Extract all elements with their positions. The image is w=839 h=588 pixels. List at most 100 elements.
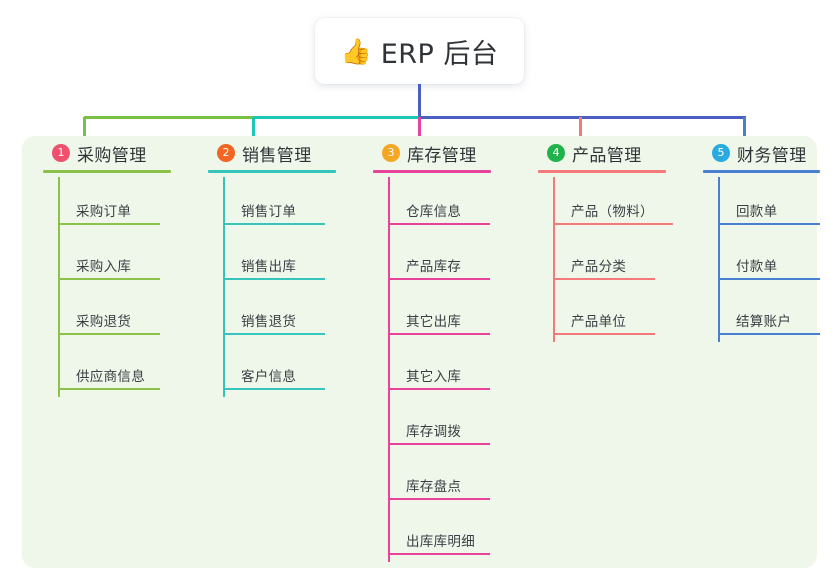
leaf-item[interactable]: 结算账户 <box>718 287 839 342</box>
leaf-spine <box>223 287 225 342</box>
leaf-item[interactable]: 供应商信息 <box>58 342 203 397</box>
leaf-item[interactable]: 产品分类 <box>553 232 698 287</box>
leaf-label: 付款单 <box>736 259 778 275</box>
leaf-item[interactable]: 其它出库 <box>388 287 533 342</box>
leaf-label: 采购退货 <box>76 314 132 330</box>
leaf-underline <box>58 278 160 280</box>
leaf-spine <box>388 177 390 232</box>
column-header[interactable]: 4 产品管理 <box>533 136 698 170</box>
leaf-item[interactable]: 产品单位 <box>553 287 698 342</box>
leaf-spine <box>388 397 390 452</box>
leaf-underline <box>553 223 673 225</box>
leaf-label: 产品分类 <box>571 259 627 275</box>
leaf-underline <box>223 278 325 280</box>
column-title: 财务管理 <box>737 145 807 166</box>
leaf-label: 产品库存 <box>406 259 462 275</box>
leaf-underline <box>223 388 325 390</box>
leaf-spine <box>718 177 720 232</box>
column-items: 采购订单采购入库采购退货供应商信息 <box>58 173 203 397</box>
leaf-underline <box>58 388 160 390</box>
column-rule <box>208 170 336 173</box>
column-rule <box>43 170 171 173</box>
column-badge: 4 <box>547 144 565 162</box>
leaf-spine <box>553 177 555 232</box>
leaf-spine <box>388 342 390 397</box>
content-panel <box>22 136 817 568</box>
column-badge: 5 <box>712 144 730 162</box>
leaf-label: 产品单位 <box>571 314 627 330</box>
leaf-underline <box>553 333 655 335</box>
leaf-item[interactable]: 产品库存 <box>388 232 533 287</box>
leaf-item[interactable]: 采购退货 <box>58 287 203 342</box>
leaf-label: 结算账户 <box>736 314 792 330</box>
leaf-item[interactable]: 库存盘点 <box>388 452 533 507</box>
leaf-spine <box>718 287 720 342</box>
leaf-spine <box>58 177 60 232</box>
column-badge: 1 <box>52 144 70 162</box>
leaf-item[interactable]: 销售退货 <box>223 287 368 342</box>
leaf-item[interactable]: 产品（物料） <box>553 177 698 232</box>
leaf-item[interactable]: 采购订单 <box>58 177 203 232</box>
leaf-underline <box>388 223 490 225</box>
leaf-spine <box>553 232 555 287</box>
root-node-card[interactable]: 👍 ERP 后台 <box>315 18 524 84</box>
column-items: 仓库信息产品库存其它出库其它入库库存调拨库存盘点出库库明细 <box>388 173 533 562</box>
leaf-item[interactable]: 客户信息 <box>223 342 368 397</box>
leaf-spine <box>718 232 720 287</box>
leaf-label: 销售出库 <box>241 259 297 275</box>
leaf-spine <box>58 287 60 342</box>
leaf-underline <box>388 498 490 500</box>
leaf-item[interactable]: 出库库明细 <box>388 507 533 562</box>
column-items: 回款单付款单结算账户 <box>718 173 839 342</box>
leaf-label: 供应商信息 <box>76 369 145 385</box>
leaf-item[interactable]: 销售出库 <box>223 232 368 287</box>
leaf-spine <box>388 287 390 342</box>
column-rule <box>538 170 666 173</box>
leaf-underline <box>388 388 490 390</box>
column-rule <box>373 170 491 173</box>
leaf-item[interactable]: 仓库信息 <box>388 177 533 232</box>
leaf-underline <box>388 553 490 555</box>
leaf-item[interactable]: 销售订单 <box>223 177 368 232</box>
leaf-spine <box>223 342 225 397</box>
leaf-label: 库存盘点 <box>406 479 462 495</box>
leaf-spine <box>388 507 390 562</box>
root-node-title: ERP 后台 <box>380 38 499 70</box>
leaf-label: 采购入库 <box>76 259 132 275</box>
column-title: 产品管理 <box>572 145 642 166</box>
leaf-underline <box>388 443 490 445</box>
leaf-label: 库存调拨 <box>406 424 462 440</box>
leaf-label: 回款单 <box>736 204 778 220</box>
leaf-item[interactable]: 付款单 <box>718 232 839 287</box>
leaf-underline <box>718 333 820 335</box>
column-header[interactable]: 5 财务管理 <box>698 136 839 170</box>
mindmap-column: 5 财务管理回款单付款单结算账户 <box>698 136 839 568</box>
leaf-underline <box>718 278 820 280</box>
leaf-label: 出库库明细 <box>406 534 475 550</box>
leaf-underline <box>553 278 655 280</box>
leaf-spine <box>58 232 60 287</box>
leaf-spine <box>58 342 60 397</box>
leaf-label: 销售退货 <box>241 314 297 330</box>
leaf-underline <box>58 333 160 335</box>
column-rule <box>703 170 820 173</box>
leaf-spine <box>388 232 390 287</box>
leaf-spine <box>388 452 390 507</box>
leaf-item[interactable]: 库存调拨 <box>388 397 533 452</box>
leaf-item[interactable]: 回款单 <box>718 177 839 232</box>
leaf-spine <box>223 232 225 287</box>
mindmap-column: 4 产品管理产品（物料） 产品分类产品单位 <box>533 136 698 568</box>
column-badge: 2 <box>217 144 235 162</box>
leaf-label: 仓库信息 <box>406 204 462 220</box>
column-items: 产品（物料） 产品分类产品单位 <box>553 173 698 342</box>
leaf-item[interactable]: 采购入库 <box>58 232 203 287</box>
leaf-item[interactable]: 其它入库 <box>388 342 533 397</box>
leaf-spine <box>223 177 225 232</box>
leaf-label: 采购订单 <box>76 204 132 220</box>
